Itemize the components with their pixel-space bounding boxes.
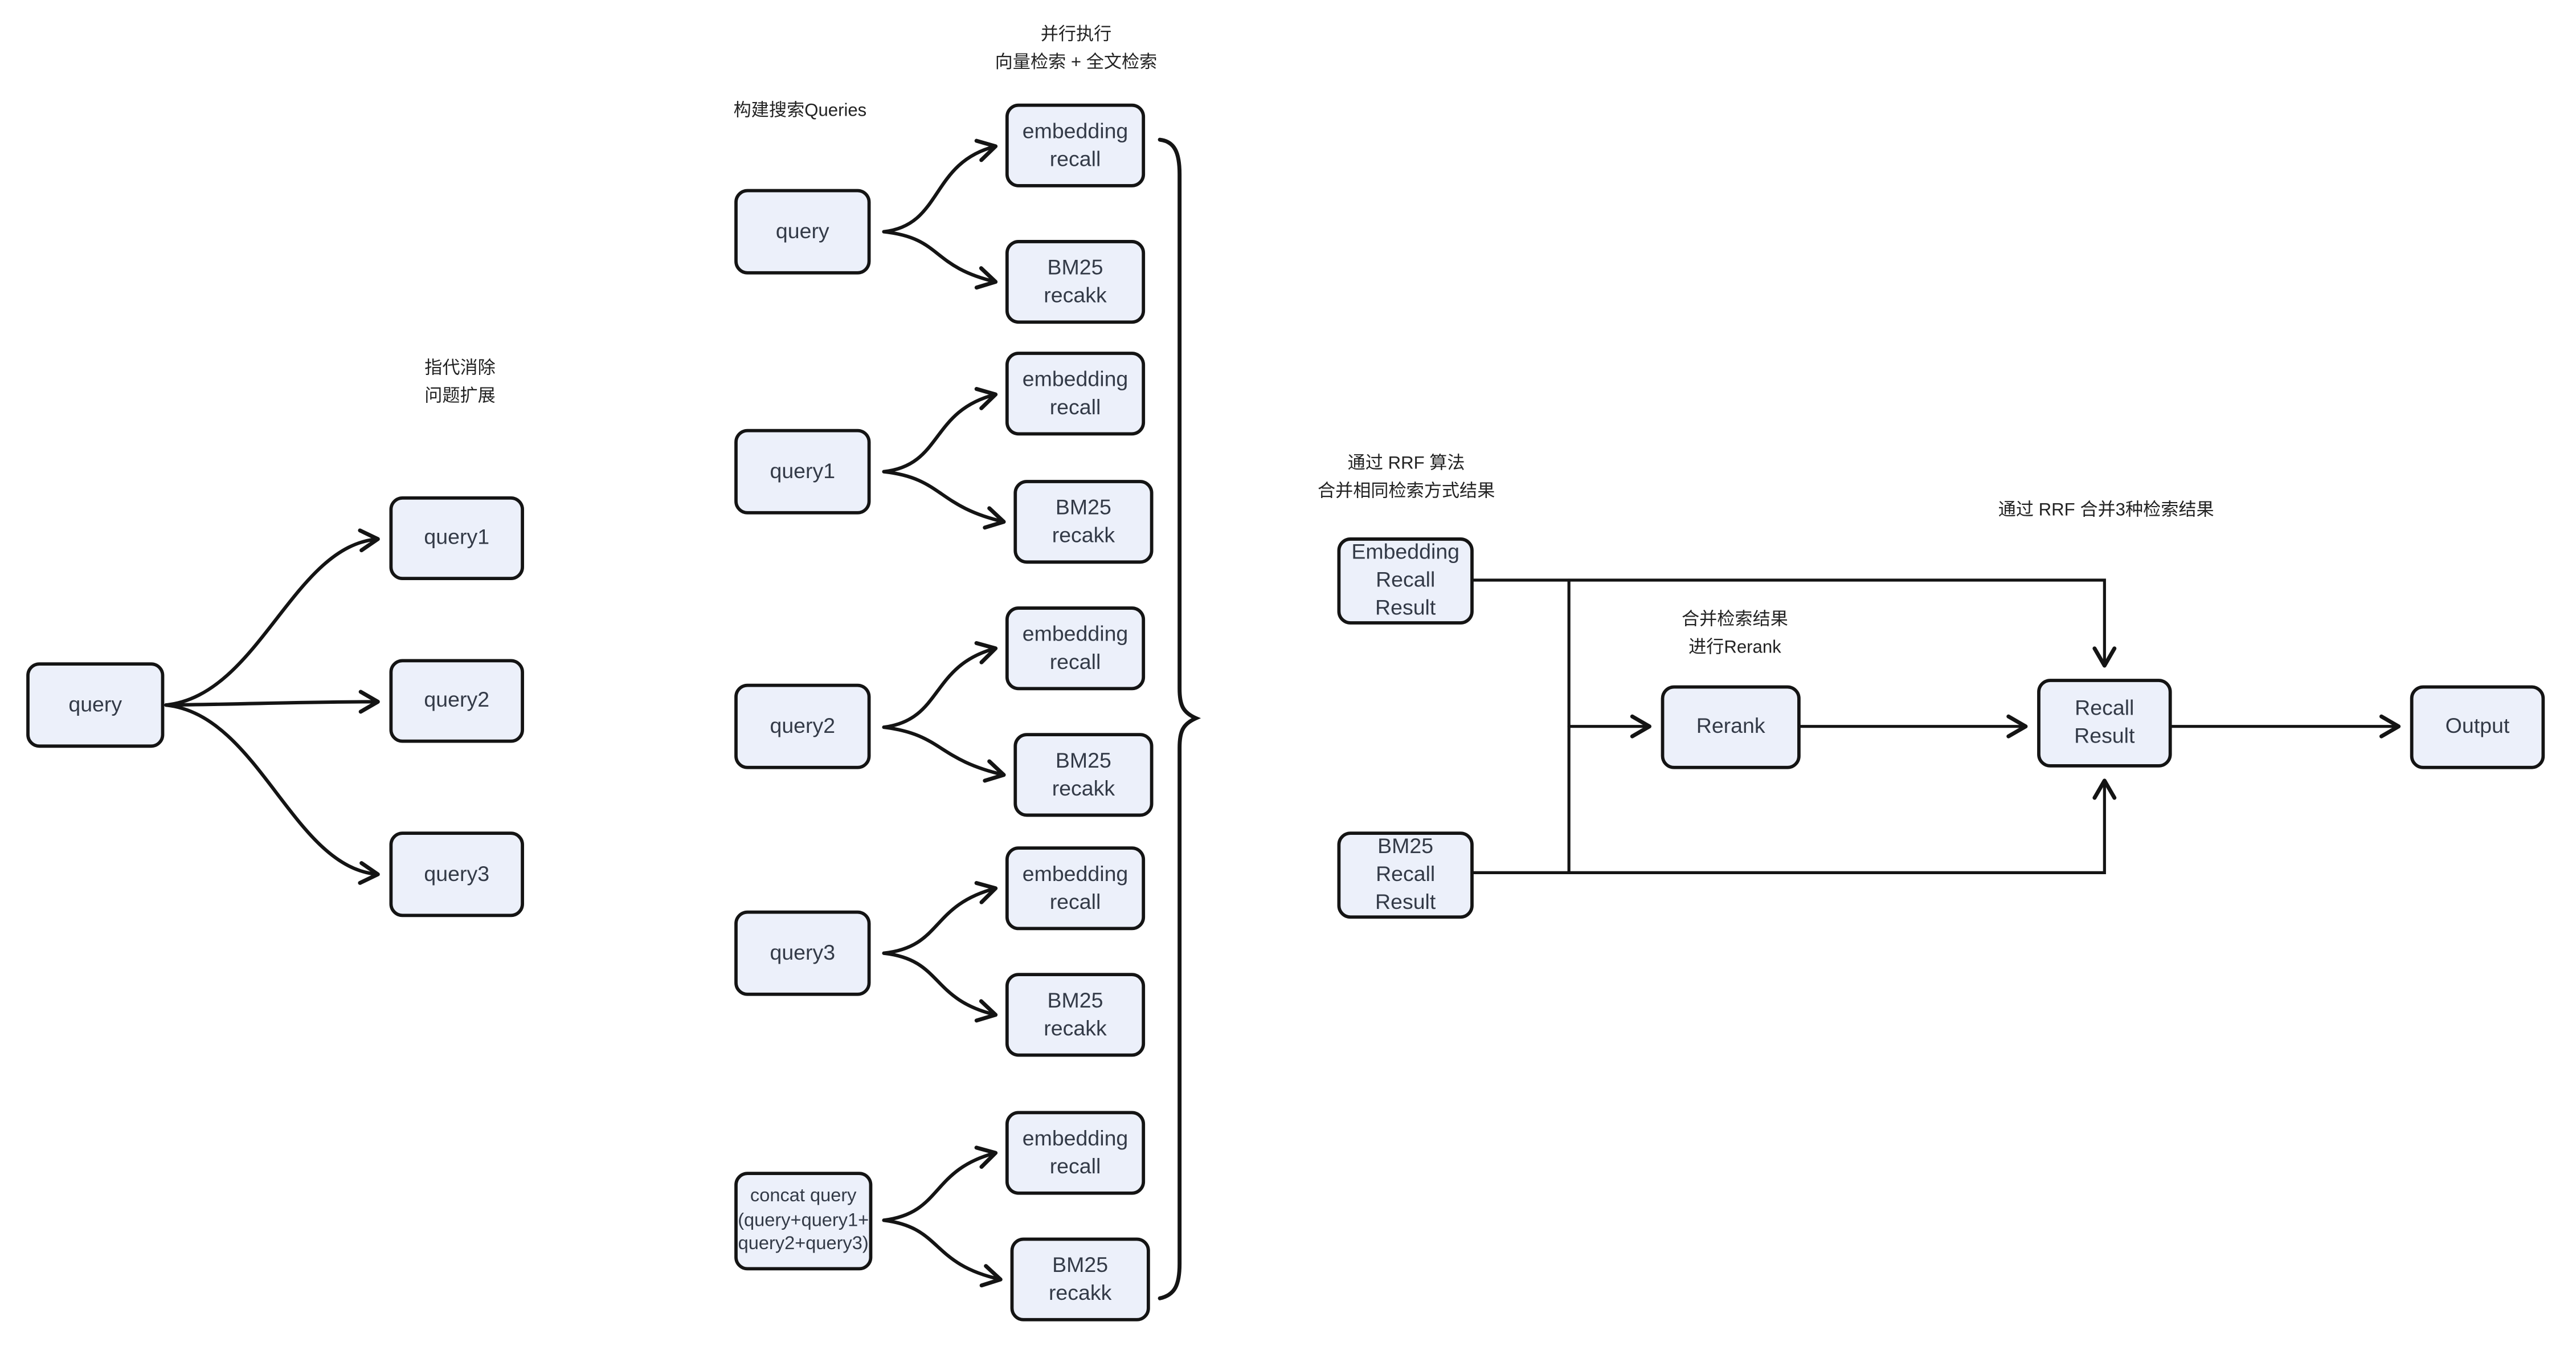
label-rrf-same-method: 通过 RRF 算法 合并相同检索方式结果 [1317,454,1495,501]
edge-query-to-query2 [164,690,380,714]
edge-midquery2-to-emb3 [882,641,998,729]
edge-midquery1-to-emb2 [882,387,998,474]
node-output: Output [2410,685,2545,769]
node-bm25-recall-4: BM25 recakk [1005,973,1146,1057]
node-bm25-recall-1: BM25 recakk [1005,240,1146,324]
edge-midquery3-to-bm4 [882,951,998,1023]
label-build-queries: 构建搜索Queries [733,101,867,121]
node-left-query: query [26,662,165,748]
node-emb-recall-4: embedding recall [1005,846,1146,931]
edge-concat-to-bm5 [882,1218,1003,1288]
node-mid-query3: query3 [734,910,871,996]
node-rerank: Rerank [1661,685,1801,769]
node-emb-recall-2: embedding recall [1005,352,1146,436]
node-bm25-recall-result: BM25 Recall Result [1337,831,1474,919]
label-coref-expand: 指代消除 问题扩展 [424,358,496,406]
label-parallel-exec: 并行执行 向量检索 + 全文检索 [995,25,1158,72]
node-bm25-recall-5: BM25 recakk [1010,1237,1150,1322]
node-bm25-recall-2: BM25 recakk [1013,480,1154,564]
node-bm25-recall-3: BM25 recakk [1013,733,1154,817]
edge-concat-to-emb5 [882,1145,998,1222]
node-mid-query1: query1 [734,429,871,515]
edge-midquery-to-emb1 [882,138,998,234]
node-concat-query: concat query (query+query1+ query2+query… [734,1172,873,1271]
edge-midquery1-to-bm2 [882,470,1006,530]
edge-embresult-to-recalltop [1472,578,2117,668]
node-emb-recall-5: embedding recall [1005,1111,1146,1195]
node-left-query2: query2 [389,659,524,743]
edge-midquery-to-bm1 [882,230,998,290]
node-mid-query: query [734,189,871,275]
curly-brace [1158,137,1201,1300]
node-embedding-recall-result: Embedding Recall Result [1337,537,1474,625]
label-merge-rerank: 合并检索结果 进行Rerank [1682,610,1788,658]
label-rrf-merge3: 通过 RRF 合并3种检索结果 [1998,500,2214,521]
node-mid-query2: query2 [734,683,871,769]
node-left-query1: query1 [389,496,524,581]
edge-bm25result-to-recallbottom [1472,778,2117,874]
node-left-query3: query3 [389,831,524,917]
node-recall-result: Recall Result [2037,679,2172,768]
node-emb-recall-1: embedding recall [1005,103,1146,187]
edge-query-to-query1 [164,528,380,707]
edge-midquery3-to-emb4 [882,881,998,955]
edge-query-to-query3 [164,703,380,885]
node-emb-recall-3: embedding recall [1005,606,1146,691]
edge-midquery2-to-bm3 [882,725,1006,783]
